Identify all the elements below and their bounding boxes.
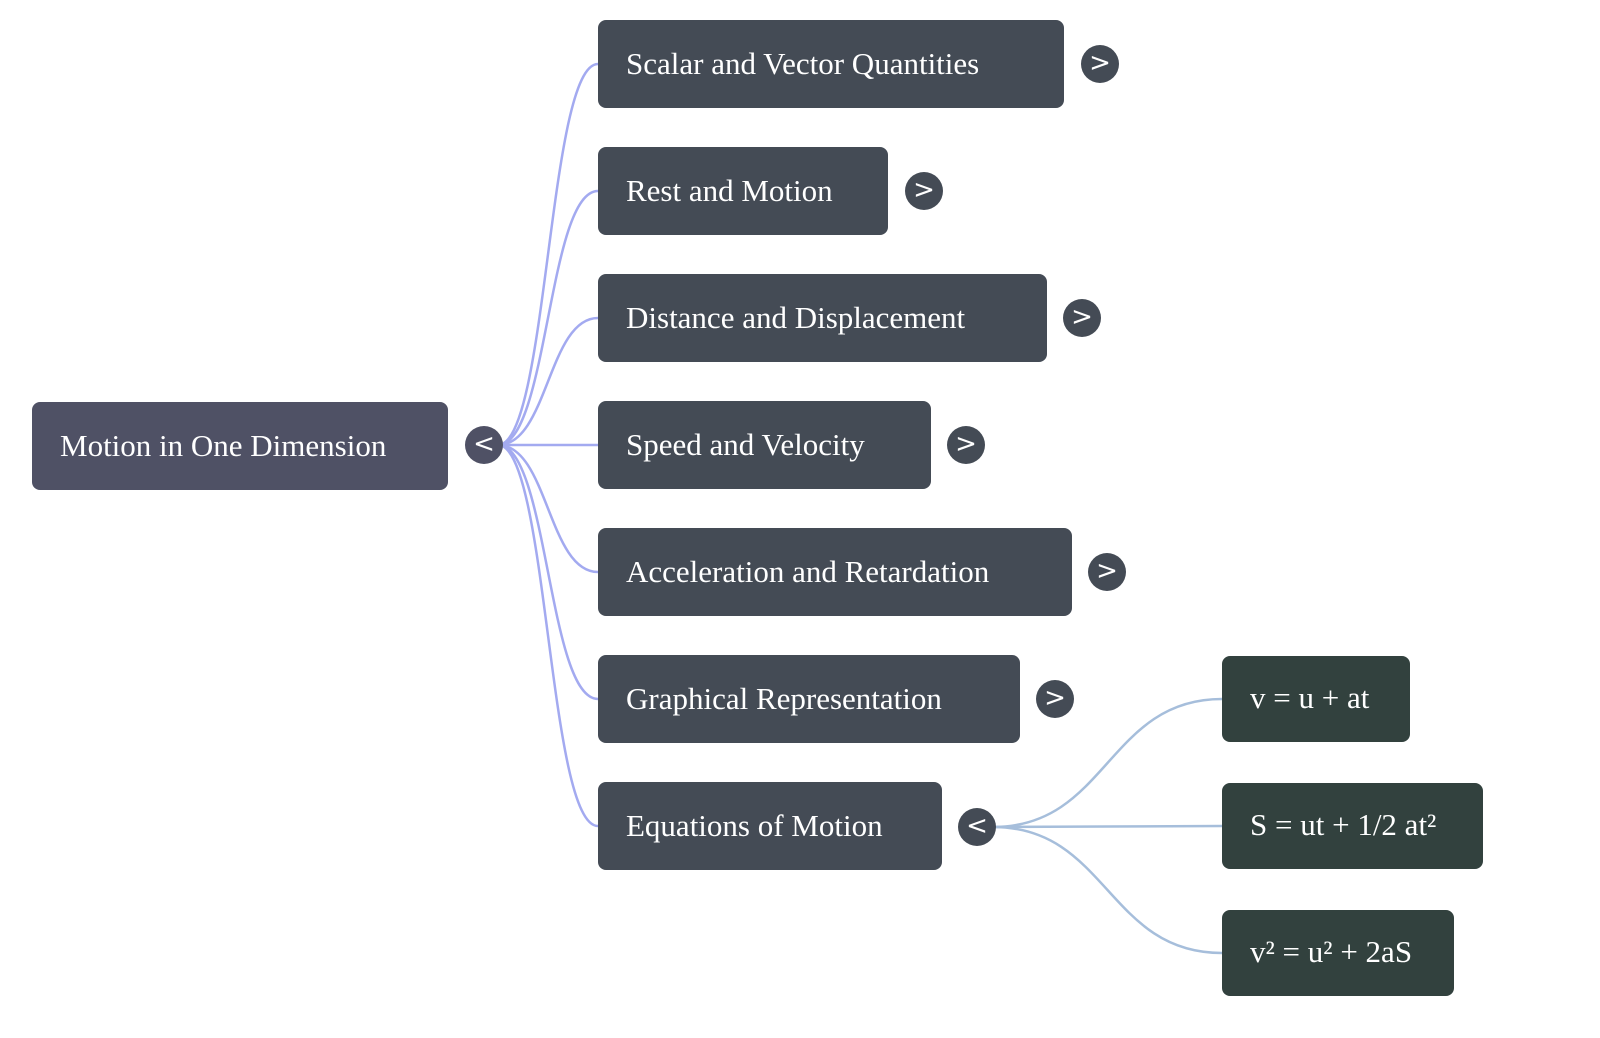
equation-node-second[interactable]: S = ut + 1/2 at²: [1222, 783, 1483, 869]
topic-label: Distance and Displacement: [626, 300, 966, 335]
topic-node-acceleration-retardation[interactable]: Acceleration and Retardation: [598, 528, 1072, 616]
edge-equations-to-leaf-1: [992, 824, 1223, 829]
edge-root-to-topic-5: [497, 443, 599, 701]
expand-toggle-icon[interactable]: >: [1088, 553, 1126, 591]
edge-root-to-topic-2: [497, 316, 599, 447]
edge-equations-to-leaf-0: [992, 697, 1223, 829]
edge-root-to-topic-1: [497, 189, 599, 447]
edge-root-to-topic-4: [497, 443, 599, 574]
edge-equations-to-leaf-2: [992, 825, 1223, 955]
equation-label: v² = u² + 2aS: [1250, 934, 1413, 969]
root-node[interactable]: Motion in One Dimension: [32, 402, 448, 490]
topic-node-equations-of-motion[interactable]: Equations of Motion: [598, 782, 942, 870]
expand-toggle-icon[interactable]: >: [1063, 299, 1101, 337]
topic-label: Scalar and Vector Quantities: [626, 46, 980, 81]
expand-toggle-icon[interactable]: >: [947, 426, 985, 464]
topic-node-speed-velocity[interactable]: Speed and Velocity: [598, 401, 931, 489]
topic-label: Acceleration and Retardation: [626, 554, 990, 589]
equation-node-third[interactable]: v² = u² + 2aS: [1222, 910, 1454, 996]
topic-node-distance-displacement[interactable]: Distance and Displacement: [598, 274, 1047, 362]
edge-root-to-topic-6: [497, 443, 599, 828]
equation-node-first[interactable]: v = u + at: [1222, 656, 1410, 742]
topic-node-graphical-representation[interactable]: Graphical Representation: [598, 655, 1020, 743]
equation-label: v = u + at: [1250, 680, 1370, 715]
topic-label: Equations of Motion: [626, 808, 883, 843]
equation-label: S = ut + 1/2 at²: [1250, 807, 1437, 842]
expand-toggle-icon[interactable]: >: [905, 172, 943, 210]
collapse-toggle-icon[interactable]: <: [465, 426, 503, 464]
topic-label: Graphical Representation: [626, 681, 942, 716]
expand-toggle-icon[interactable]: >: [1036, 680, 1074, 718]
expand-toggle-icon[interactable]: >: [1081, 45, 1119, 83]
root-node-label: Motion in One Dimension: [60, 428, 387, 463]
topic-label: Speed and Velocity: [626, 427, 865, 462]
topic-node-scalar-vector[interactable]: Scalar and Vector Quantities: [598, 20, 1064, 108]
topic-label: Rest and Motion: [626, 173, 833, 208]
collapse-toggle-icon[interactable]: <: [958, 808, 996, 846]
edge-root-to-topic-0: [497, 62, 599, 447]
topic-node-rest-motion[interactable]: Rest and Motion: [598, 147, 888, 235]
